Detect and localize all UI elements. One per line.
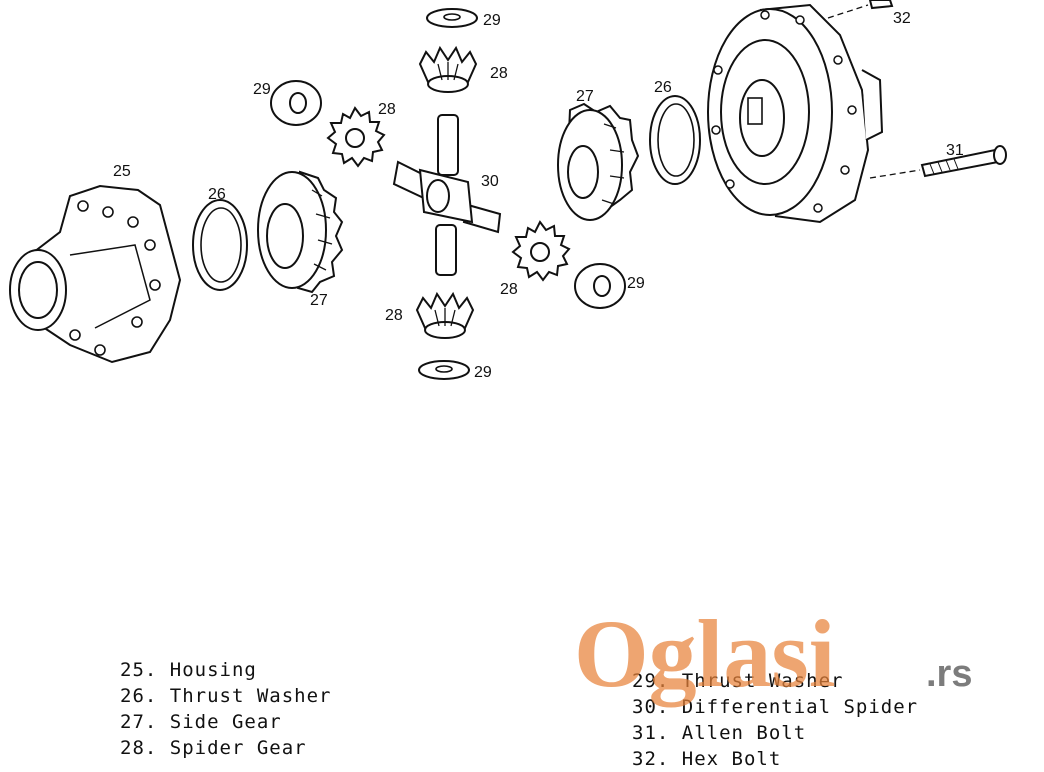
parts-legend-left: 25. Housing 26. Thrust Washer 27. Side G… <box>120 657 331 761</box>
housing-part <box>9 184 182 364</box>
callout-30: 30 <box>481 173 499 190</box>
thrust-washer-part <box>574 263 626 309</box>
legend-item: 29. Thrust Washer <box>632 670 844 692</box>
callout-28: 28 <box>500 281 518 298</box>
side-gear-part <box>557 102 640 221</box>
legend-item: 28. Spider Gear <box>120 737 307 759</box>
legend-item: 26. Thrust Washer <box>120 685 332 707</box>
legend-item: 32. Hex Bolt <box>632 748 782 770</box>
thrust-washer-part <box>418 360 470 380</box>
side-gear-part <box>257 170 344 294</box>
thrust-washer-part <box>192 199 248 291</box>
callout-28: 28 <box>490 65 508 82</box>
callout-29: 29 <box>474 364 492 381</box>
parts-legend-right: 29. Thrust Washer 30. Differential Spide… <box>632 668 918 772</box>
allen-bolt-part <box>869 145 1007 179</box>
spider-gear-part <box>416 293 474 339</box>
spider-gear-part <box>512 221 570 281</box>
legend-item: 27. Side Gear <box>120 711 282 733</box>
callout-29: 29 <box>483 12 501 29</box>
legend-item: 30. Differential Spider <box>632 696 919 718</box>
watermark-brand: Oglasi <box>574 602 835 707</box>
callout-31: 31 <box>946 142 964 159</box>
callout-26: 26 <box>654 79 672 96</box>
thrust-washer-part <box>426 8 478 28</box>
hex-bolt-part <box>827 0 894 19</box>
callout-26: 26 <box>208 186 226 203</box>
callout-29: 29 <box>253 81 271 98</box>
callout-28: 28 <box>385 307 403 324</box>
thrust-washer-part <box>270 80 322 126</box>
callout-29: 29 <box>627 275 645 292</box>
callout-27: 27 <box>310 292 328 309</box>
thrust-washer-part <box>649 95 701 185</box>
housing-cover-part <box>707 3 884 224</box>
spider-gear-part <box>419 47 477 93</box>
watermark-suffix: .rs <box>926 653 972 695</box>
legend-item: 25. Housing <box>120 659 257 681</box>
spider-gear-part <box>327 107 385 167</box>
callout-28: 28 <box>378 101 396 118</box>
callout-25: 25 <box>113 163 131 180</box>
callout-27: 27 <box>576 88 594 105</box>
callout-32: 32 <box>893 10 911 27</box>
legend-item: 31. Allen Bolt <box>632 722 807 744</box>
oglasi-watermark-logo: Oglasi .rs <box>574 602 972 707</box>
differential-spider-part <box>392 114 502 276</box>
